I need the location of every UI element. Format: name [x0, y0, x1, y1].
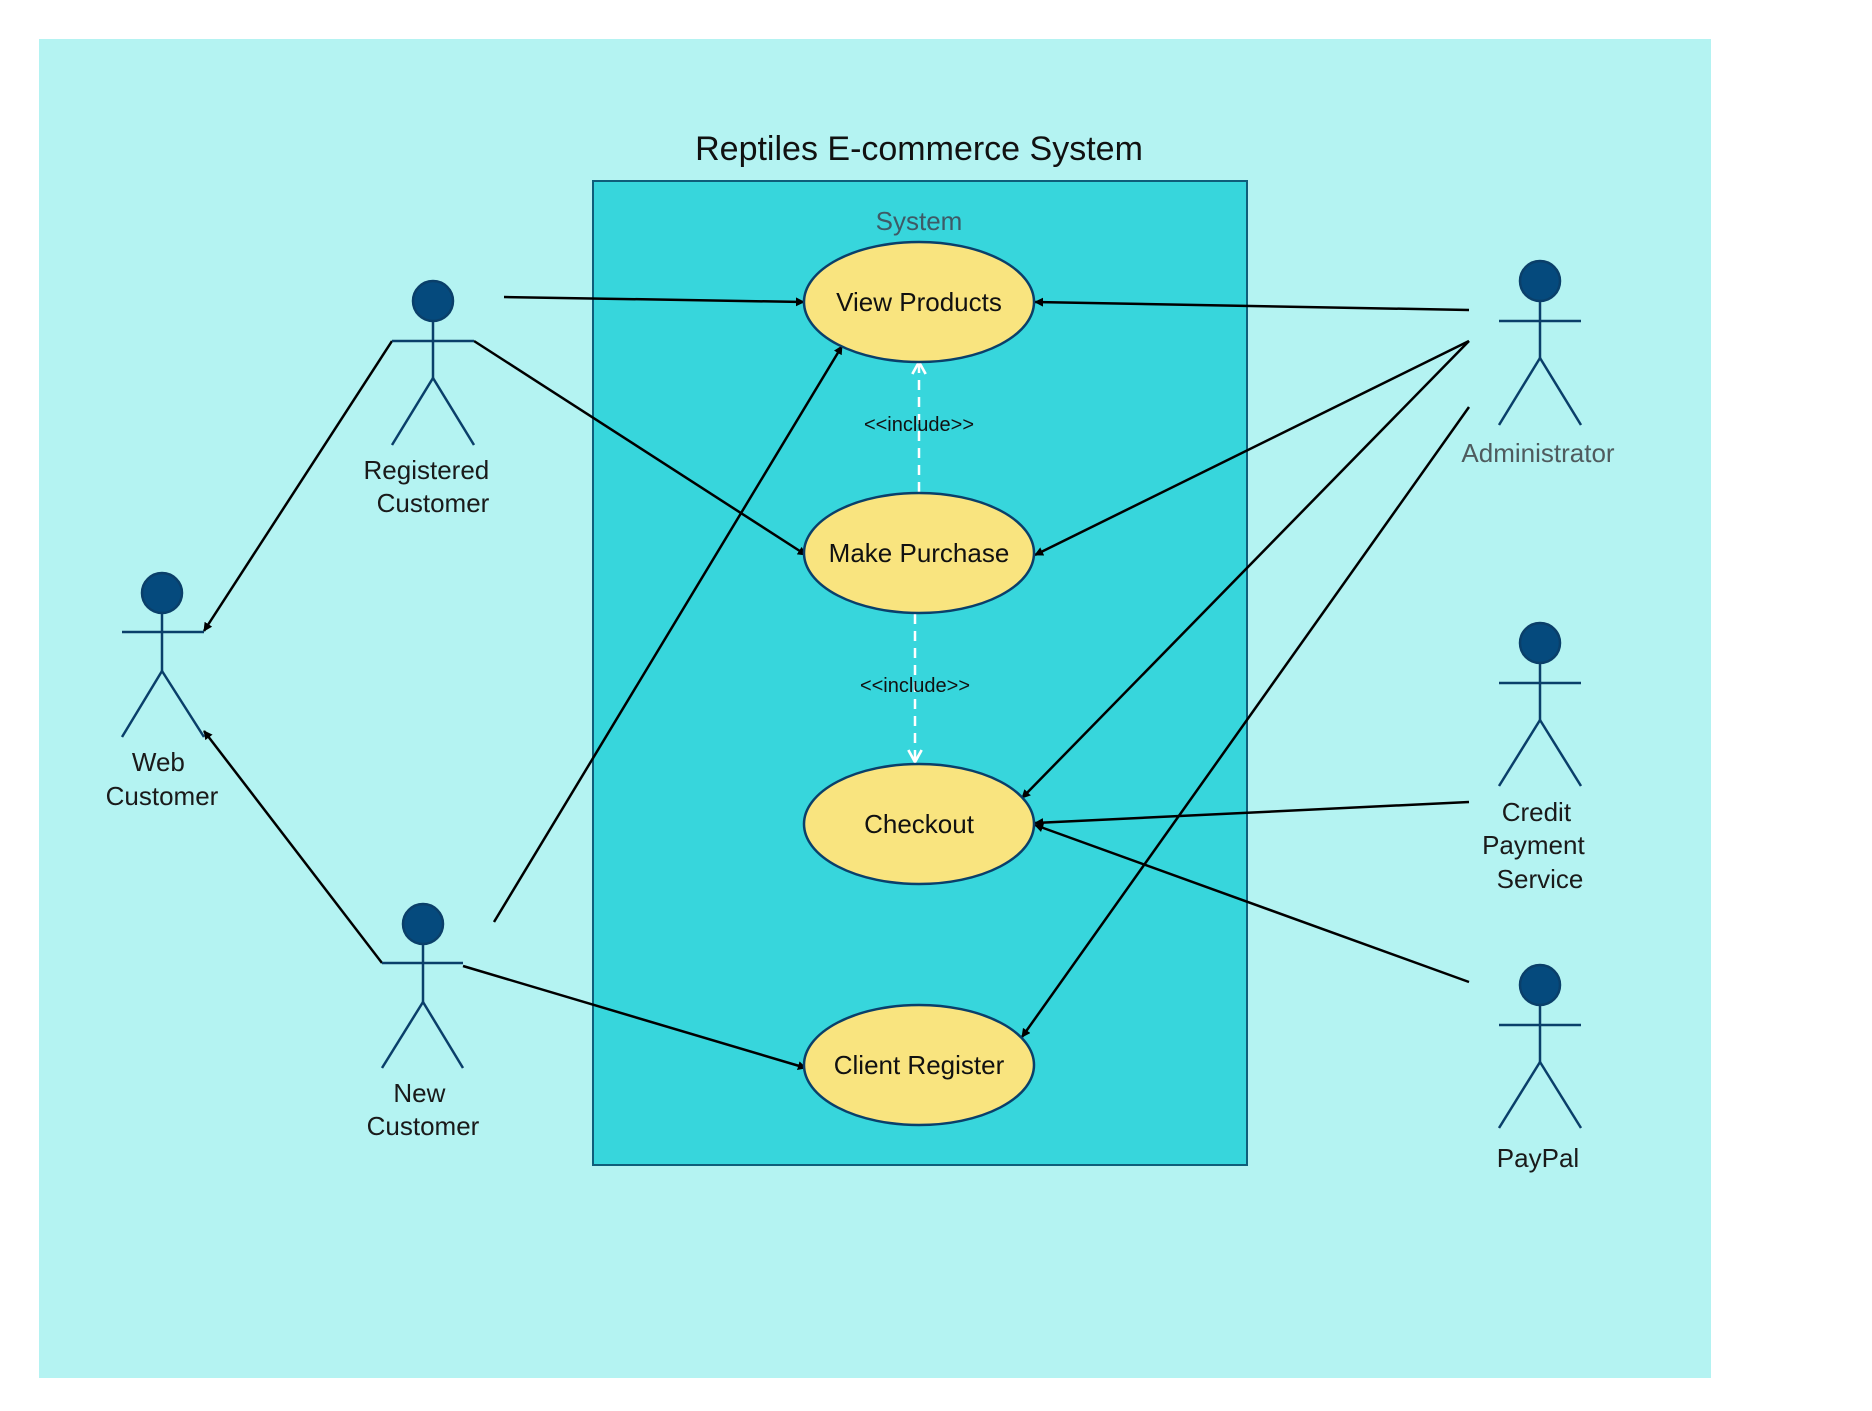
- assoc-new-customer-client-register[interactable]: [462, 964, 807, 1071]
- use-case-label: Checkout: [864, 809, 975, 839]
- assoc-paypal-checkout[interactable]: [1034, 823, 1470, 984]
- use-case-checkout[interactable]: Checkout: [802, 762, 1036, 886]
- include-relationships: <<include>> <<include>>: [860, 362, 974, 762]
- generalization-registered-to-web-customer[interactable]: [202, 340, 394, 632]
- actor-head: [401, 902, 445, 946]
- include-label-2: <<include>>: [860, 675, 970, 697]
- actor-head: [411, 279, 455, 323]
- use-case-label: Client Register: [834, 1050, 1005, 1080]
- actor-head: [1518, 259, 1562, 303]
- assoc-administrator-client-register[interactable]: [1020, 406, 1471, 1038]
- actor-credit-payment-service[interactable]: [1497, 621, 1583, 787]
- actor-label-new-customer: New Customer: [367, 1078, 480, 1141]
- actor-administrator[interactable]: [1497, 259, 1583, 426]
- actor-registered-customer[interactable]: [390, 279, 476, 446]
- actor-new-customer[interactable]: [380, 902, 465, 1069]
- use-case-view-products[interactable]: View Products: [802, 240, 1036, 364]
- actor-label-web-customer: Web Customer: [106, 747, 219, 811]
- assoc-administrator-checkout[interactable]: [1021, 340, 1470, 799]
- assoc-new-customer-view-products[interactable]: [492, 345, 844, 923]
- generalization-new-to-web-customer[interactable]: [203, 730, 383, 964]
- use-case-client-register[interactable]: Client Register: [802, 1003, 1036, 1127]
- assoc-registered-customer-view-products[interactable]: [503, 295, 805, 307]
- assoc-credit-payment-checkout[interactable]: [1034, 800, 1470, 828]
- actor-paypal[interactable]: [1497, 963, 1583, 1129]
- use-case-label: Make Purchase: [829, 538, 1010, 568]
- assoc-administrator-view-products[interactable]: [1034, 297, 1470, 312]
- system-boundary-label: System: [876, 206, 963, 236]
- actor-label-administrator: Administrator: [1461, 438, 1614, 468]
- actor-head: [140, 571, 184, 615]
- actor-web-customer[interactable]: [120, 571, 206, 738]
- use-case-label: View Products: [836, 287, 1002, 317]
- actor-label-paypal: PayPal: [1497, 1143, 1579, 1173]
- diagram-title: Reptiles E-commerce System: [695, 130, 1143, 168]
- assoc-registered-customer-make-purchase[interactable]: [473, 339, 807, 557]
- include-label-1: <<include>>: [864, 414, 974, 436]
- actor-head: [1518, 963, 1562, 1007]
- actor-head: [1518, 621, 1562, 665]
- actor-label-registered-customer: Registered Customer: [364, 455, 497, 518]
- assoc-administrator-make-purchase[interactable]: [1034, 339, 1470, 557]
- actor-label-credit-payment-service: Credit Payment Service: [1482, 797, 1592, 894]
- association-lines: [202, 295, 1471, 1071]
- use-case-make-purchase[interactable]: Make Purchase: [802, 491, 1036, 615]
